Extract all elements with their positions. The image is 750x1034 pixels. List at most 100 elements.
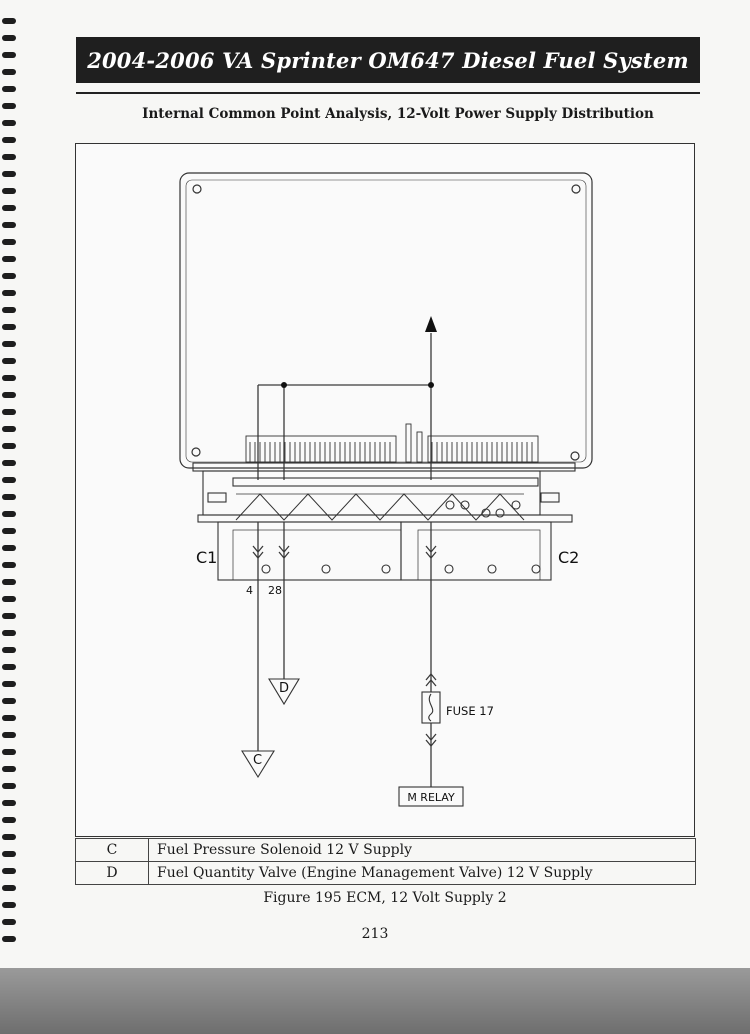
legend-description: Fuel Quantity Valve (Engine Management V… (148, 861, 696, 885)
legend-table: C Fuel Pressure Solenoid 12 V Supply D F… (75, 838, 696, 885)
connector-truss (235, 493, 525, 521)
binding-coil (2, 290, 16, 296)
pins-c2 (431, 442, 533, 462)
binding-coil (2, 664, 16, 670)
connector-rail (232, 477, 539, 487)
internal-wiring (257, 316, 437, 480)
binding-coil (2, 154, 16, 160)
binding-coil (2, 86, 16, 92)
fuse-body (421, 691, 441, 724)
binding-coil (2, 596, 16, 602)
latch-hole (495, 508, 505, 518)
connector-tab-left (207, 492, 227, 503)
binding-coil (2, 834, 16, 840)
terminal-d (268, 678, 300, 706)
arrow-up-icon (425, 316, 437, 332)
cavity (261, 564, 271, 574)
legend-description: Fuel Pressure Solenoid 12 V Supply (148, 838, 696, 862)
cavity (444, 564, 454, 574)
fuse-17 (421, 691, 441, 724)
pin-28-label: 28 (268, 584, 282, 597)
binding-coil (2, 426, 16, 432)
pin-header-c2 (427, 435, 539, 463)
binding-coil (2, 392, 16, 398)
binding-coil (2, 579, 16, 585)
terminal-d-label: D (279, 681, 289, 696)
binding-coil (2, 919, 16, 925)
fuse-element (428, 693, 434, 722)
pin-header-c1 (245, 435, 397, 463)
legend-key: D (75, 861, 149, 885)
diagram-labels: C1 C2 4 28 D C FUSE 17 M RELAY (196, 548, 579, 804)
binding-coil (2, 732, 16, 738)
figure-caption: Figure 195 ECM, 12 Volt Supply 2 (263, 890, 507, 906)
relay-box (398, 786, 464, 807)
binding-coil (2, 817, 16, 823)
binding-coil (2, 494, 16, 500)
pin-headers (245, 423, 539, 463)
binding-coil (2, 851, 16, 857)
fuse-label: FUSE 17 (446, 704, 494, 718)
ecm-housing-outer (179, 172, 593, 469)
connector-tab-right (540, 492, 560, 503)
binding-coil (2, 936, 16, 942)
chevron-down-icon (278, 545, 290, 554)
cavity (487, 564, 497, 574)
mounting-hole (570, 451, 580, 461)
chevron-down-icon (425, 545, 437, 554)
binding-coil (2, 681, 16, 687)
splice-node (428, 382, 434, 388)
chevron-down-icon (278, 551, 290, 560)
chevron-down-icon (425, 733, 437, 742)
ecm-housing-inner (185, 179, 587, 463)
binding-coil (2, 545, 16, 551)
binding-coil (2, 69, 16, 75)
chevron-up-icon (425, 672, 437, 681)
binding-coil (2, 698, 16, 704)
terminal-c (241, 750, 275, 779)
binding-coil (2, 477, 16, 483)
binding-coil (2, 800, 16, 806)
binding-coil (2, 103, 16, 109)
connector-body (192, 462, 576, 523)
binding-coil (2, 137, 16, 143)
relay-label: M RELAY (407, 791, 455, 804)
binding-coil (2, 341, 16, 347)
connector-c1-housing (217, 521, 402, 581)
binding-coil (2, 868, 16, 874)
mounting-hole (571, 184, 581, 194)
binding-coil (2, 324, 16, 330)
binding-coil (2, 885, 16, 891)
legend-key: C (75, 838, 149, 862)
connector-c2-housing (400, 521, 552, 581)
spiral-binding (0, 0, 18, 960)
pin-4-label: 4 (246, 584, 253, 597)
binding-coil (2, 511, 16, 517)
binding-coil (2, 749, 16, 755)
cavity (381, 564, 391, 574)
page-subtitle: Internal Common Point Analysis, 12-Volt … (142, 106, 654, 122)
binding-coil (2, 120, 16, 126)
binding-coil (2, 239, 16, 245)
mounting-hole (192, 184, 202, 194)
scan-shadow (0, 968, 750, 1034)
cavity (321, 564, 331, 574)
chevron-up-icon (425, 678, 437, 687)
pins-c1 (249, 442, 391, 462)
binding-coil (2, 188, 16, 194)
binding-coil (2, 35, 16, 41)
m-relay (398, 786, 464, 807)
binding-coil (2, 766, 16, 772)
connector-c2-label: C2 (558, 548, 579, 567)
binding-coil (2, 528, 16, 534)
binding-coil (2, 443, 16, 449)
binding-coil (2, 630, 16, 636)
binding-coil (2, 375, 16, 381)
binding-coil (2, 273, 16, 279)
connector-c1-label: C1 (196, 548, 217, 567)
latch-hole (445, 500, 455, 510)
binding-coil (2, 460, 16, 466)
splice-node (281, 382, 287, 388)
title-rule (76, 92, 700, 94)
